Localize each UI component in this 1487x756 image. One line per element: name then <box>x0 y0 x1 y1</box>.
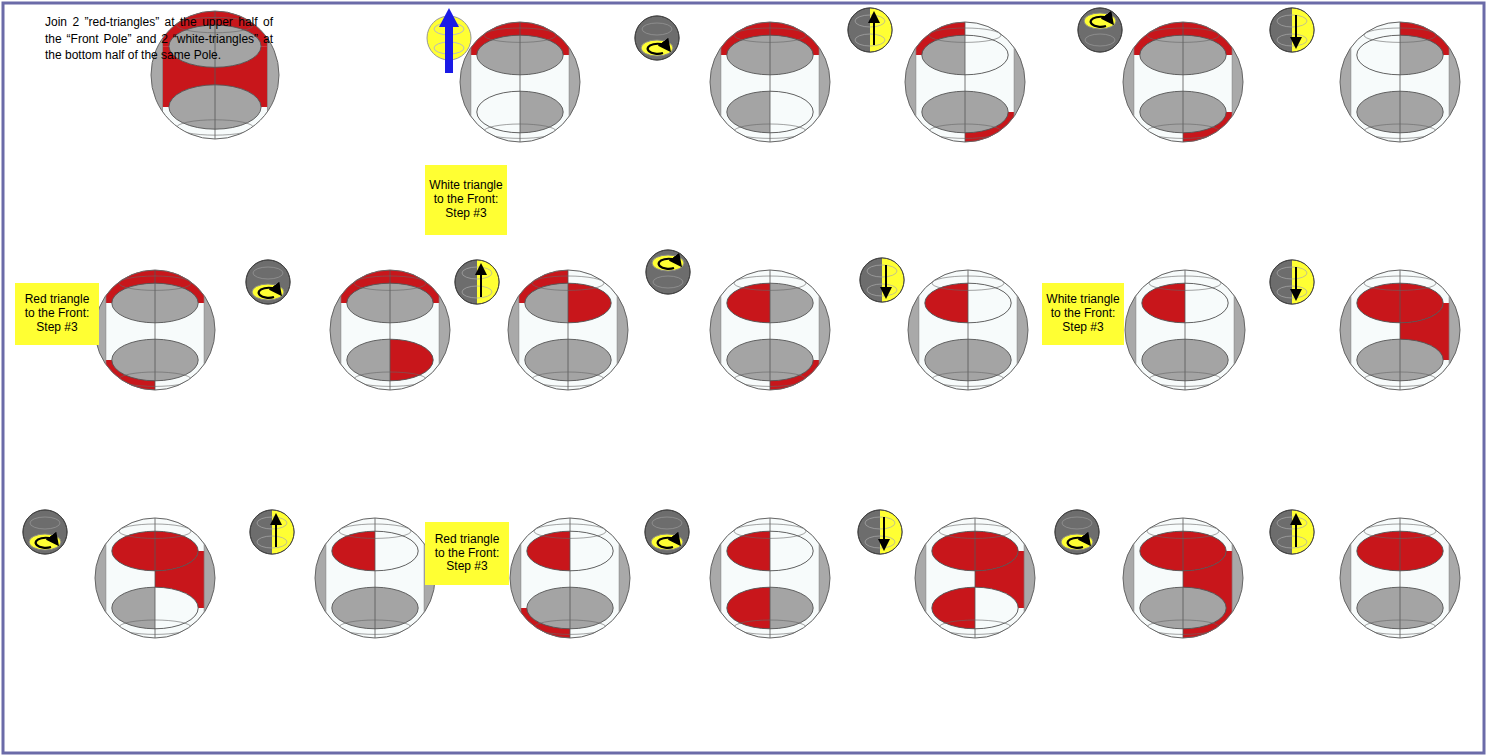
puzzle-sphere <box>1123 518 1243 638</box>
puzzle-sphere <box>1123 22 1243 142</box>
puzzle-sphere <box>151 11 279 139</box>
move-icon <box>246 260 290 304</box>
move-icon <box>1270 8 1314 52</box>
puzzle-sphere <box>510 518 630 638</box>
puzzle-sphere <box>1340 270 1460 390</box>
move-icon <box>635 16 679 60</box>
puzzle-sphere <box>1125 270 1245 390</box>
move-icon <box>848 8 892 52</box>
puzzle-sphere <box>1340 22 1460 142</box>
puzzle-sphere <box>460 22 580 142</box>
puzzle-sphere <box>1340 518 1460 638</box>
move-icon <box>250 510 294 554</box>
step-note-text: Red triangle to the Front: Step #3 <box>425 530 509 577</box>
puzzle-sphere <box>315 518 435 638</box>
step-note-box: White triangle to the Front: Step #3 <box>425 165 507 235</box>
step-note-box: White triangle to the Front: Step #3 <box>1042 283 1124 345</box>
puzzle-sphere <box>710 22 830 142</box>
move-icon <box>860 258 904 302</box>
step-note-text: Red triangle to the Front: Step #3 <box>15 290 99 337</box>
puzzle-sphere <box>915 518 1035 638</box>
step-note-box: Red triangle to the Front: Step #3 <box>425 522 509 585</box>
move-icon <box>645 510 689 554</box>
move-icon <box>23 510 67 554</box>
puzzle-sphere <box>905 22 1025 142</box>
puzzle-sphere <box>908 270 1028 390</box>
puzzle-sphere <box>508 270 628 390</box>
move-icon <box>1055 510 1099 554</box>
step-note-box: Red triangle to the Front: Step #3 <box>15 283 99 345</box>
puzzle-sphere <box>95 518 215 638</box>
move-icon <box>1270 260 1314 304</box>
move-icon <box>858 510 902 554</box>
step-note-text: White triangle to the Front: Step #3 <box>425 176 507 223</box>
puzzle-sphere <box>330 270 450 390</box>
step-note-text: White triangle to the Front: Step #3 <box>1042 290 1124 337</box>
frame-border <box>3 3 1484 753</box>
puzzle-sphere <box>710 270 830 390</box>
puzzle-sphere <box>710 518 830 638</box>
move-icon <box>1270 510 1314 554</box>
move-icon <box>646 250 690 294</box>
puzzle-sphere <box>95 270 215 390</box>
instruction-note: Join 2 ”red-triangles” at the upper half… <box>45 14 273 64</box>
move-icon <box>455 260 499 304</box>
move-icon <box>1078 8 1122 52</box>
